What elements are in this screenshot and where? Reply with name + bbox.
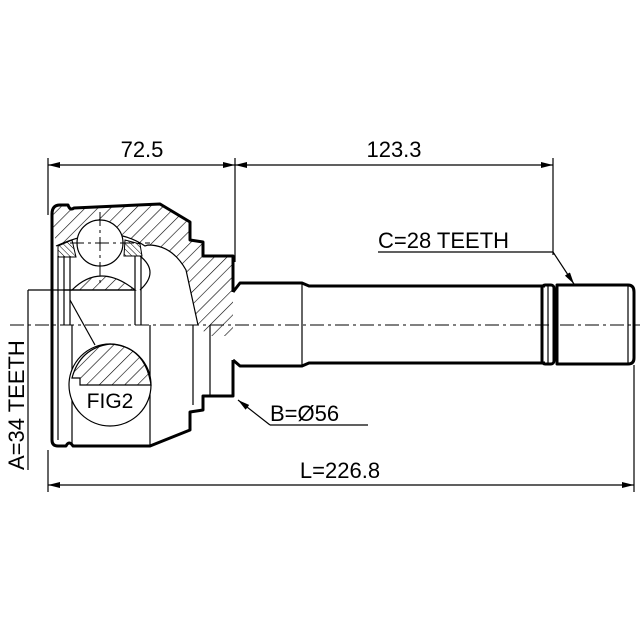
callout-b: B=Ø56 bbox=[270, 401, 339, 426]
dimension-housing-length bbox=[47, 158, 236, 262]
dimension-shaft-length bbox=[235, 158, 554, 255]
dim-label-overall: L=226.8 bbox=[300, 458, 380, 483]
dim-label-housing: 72.5 bbox=[121, 137, 164, 162]
dim-label-shaft: 123.3 bbox=[366, 137, 421, 162]
callout-a: A=34 TEETH bbox=[4, 340, 29, 470]
callout-c: C=28 TEETH bbox=[378, 228, 509, 253]
outer-spline bbox=[540, 283, 636, 366]
fig2-label: FIG2 bbox=[87, 390, 134, 413]
axle-shaft bbox=[231, 281, 545, 368]
leader-c bbox=[552, 251, 575, 285]
fig2-detail-circle bbox=[68, 299, 152, 427]
housing-section-upper bbox=[28, 202, 235, 326]
dimension-overall-length bbox=[47, 365, 635, 492]
leader-b bbox=[237, 399, 271, 426]
housing-outline-lower bbox=[50, 214, 235, 448]
